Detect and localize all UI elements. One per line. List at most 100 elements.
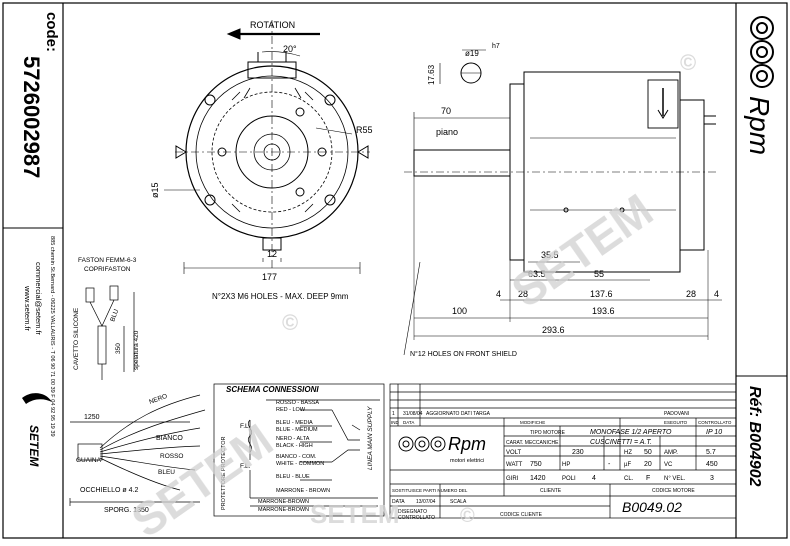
cable-drawing — [69, 285, 206, 506]
web-text: www.setem.fr — [23, 285, 32, 332]
rev-index: 1 — [392, 411, 395, 417]
schema-wire-label: MARRONE-BROWN — [258, 499, 309, 505]
occhiello-label: OCCHIELLO ø 4.2 — [80, 487, 138, 494]
poli-value: 4 — [592, 475, 596, 482]
dim-28b-label: 28 — [686, 289, 696, 299]
faston-title: FASTON FEMM-6-3 — [78, 257, 137, 264]
piano-label: piano — [436, 127, 458, 137]
drawing-number: B0049.02 — [622, 499, 682, 515]
sostituisce-label: SOSTITUISCE PARTI NUMERO DEL — [392, 488, 468, 493]
schema-wire-label: BLEU - MEDIA — [276, 420, 313, 426]
blu-label: BLU — [109, 308, 120, 323]
setem-logo-text: SETEM — [27, 425, 41, 467]
dim-4b-label: 4 — [714, 289, 719, 299]
dim-55-label: 55 — [594, 269, 604, 279]
setem-logo-icon — [22, 393, 52, 404]
watt-value: 750 — [530, 461, 542, 468]
vel-value: 3 — [710, 475, 714, 482]
schema-wire-label: BLUE - MEDIUM — [276, 427, 318, 433]
rotation-label: ROTATION — [250, 20, 295, 30]
disegnato-label: DISEGNATO — [398, 509, 427, 515]
cl-value: F — [646, 475, 650, 482]
dim-137-6-label: 137.6 — [590, 289, 613, 299]
schema-wire-label: RED - LOW — [276, 407, 306, 413]
codice-cliente-label: CODICE CLIENTE — [500, 512, 543, 518]
amp-label: AMP. — [664, 450, 678, 456]
schema-wire-label: MARRONE - BROWN — [276, 488, 330, 494]
volt-label: VOLT — [506, 450, 522, 456]
rosso-label: ROSSO — [160, 453, 183, 460]
carat-value: CUSCINETTI = A.T. — [590, 439, 652, 446]
address-text: 885 chemin St.Bernard - 06225 VALLAURIS … — [49, 236, 55, 437]
cliente-label: CLIENTE — [540, 488, 562, 494]
schema-wire-label: WHITE - COMMON — [276, 461, 324, 467]
vel-label: N° VEL. — [664, 476, 686, 482]
shaft-height-label: 17.63 — [427, 64, 436, 85]
schema-wire-label: ROSSO - BASSA — [276, 400, 319, 406]
dim-12-label: 12 — [267, 249, 277, 259]
dim-4a-label: 4 — [496, 289, 501, 299]
angle-label: 20° — [283, 44, 297, 54]
data-label: DATA — [392, 499, 405, 505]
hz-label: HZ — [624, 450, 632, 456]
hp-value: - — [608, 461, 611, 468]
rev-change: AGGIORNATO DATI TARGA — [426, 411, 491, 417]
rpm-brand-icon — [750, 16, 774, 88]
side-view — [403, 71, 722, 356]
bianco-label: BIANCO — [156, 435, 183, 442]
protector-label: PROTETTORE PROTECTOR — [221, 437, 227, 510]
tipo-value: MONOFASE 1/2 APERTO — [590, 429, 672, 436]
fl-label-1: F.L. — [240, 423, 251, 430]
code-number: 5726002987 — [19, 56, 44, 178]
dim-177-label: 177 — [262, 272, 277, 282]
poli-label: POLI — [562, 476, 576, 482]
company-sub: motori elettrici — [450, 458, 484, 464]
schema-wire-label: BLEU - BLUE — [276, 474, 310, 480]
uf-value: 20 — [644, 461, 652, 468]
title-block — [389, 383, 737, 519]
carat-label: CARAT. MECCANICHE — [506, 440, 559, 446]
wiring-schema — [213, 383, 385, 517]
radius-label: R55 — [356, 125, 373, 135]
codice-motore-label: CODICE MOTORE — [652, 488, 695, 494]
cl-label: CL. — [624, 476, 634, 482]
dim-100-label: 100 — [452, 306, 467, 316]
rev-head-ind: IND — [391, 420, 400, 425]
tipo-label: TIPO MOTORE — [530, 430, 566, 436]
dim-293-6-label: 293.6 — [542, 325, 565, 335]
copyright-1: © — [680, 50, 696, 75]
rev-head-eseguito: ESEGUITO — [664, 420, 688, 425]
email-text: commercial@setem.fr — [34, 262, 43, 336]
nero-label: NERO — [148, 393, 168, 406]
dim-63-5-label: 63.5 — [528, 269, 546, 279]
vc-value: 450 — [706, 461, 718, 468]
copyright-2: © — [282, 310, 298, 335]
front-view — [164, 20, 370, 274]
schema-wire-label: NERO - ALTA — [276, 436, 310, 442]
giri-value: 1420 — [530, 475, 546, 482]
shaft-tolerance-label: h7 — [492, 43, 500, 50]
shaft-diameter-label: ø19 — [465, 49, 479, 58]
volt-value: 230 — [572, 449, 584, 456]
watermark-main: SETEM — [502, 184, 662, 317]
schema-wire-label: BLACK - HIGH — [276, 443, 313, 449]
amp-value: 5.7 — [706, 449, 716, 456]
copyright-3: © — [460, 505, 475, 527]
dim-35-5-label: 35.5 — [541, 250, 559, 260]
ip-value: IP 10 — [706, 429, 722, 436]
dim-70-label: 70 — [441, 106, 451, 116]
sleeve-label: CAVETTO SILICONE — [73, 307, 80, 370]
rev-head-data: DATA — [403, 420, 414, 425]
supply-label: LINEA MAIN SUPPLY — [367, 406, 374, 470]
schema-wire-label: MARRONE-BROWN — [258, 507, 309, 513]
sporg-label: SPORG. 1350 — [104, 507, 149, 514]
code-label: code: — [43, 12, 60, 52]
brand-name: Rpm — [744, 96, 775, 155]
company-name: Rpm — [448, 434, 486, 454]
hp-label: HP — [562, 462, 570, 468]
data-value: 13/07/04 — [416, 499, 436, 505]
vc-label: VC — [664, 462, 673, 468]
